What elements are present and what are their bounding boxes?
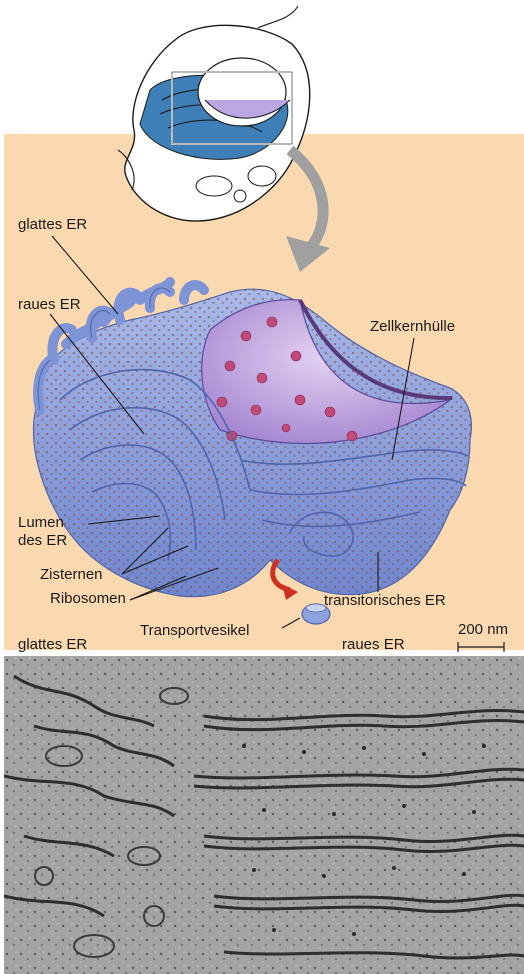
electron-micrograph: [4, 656, 524, 974]
label-transport-vesicle: Transportvesikel: [140, 622, 249, 640]
label-lumen-line1: Lumen: [18, 514, 64, 532]
label-lumen-line2: des ER: [18, 532, 67, 550]
label-smooth-er: glattes ER: [18, 216, 87, 234]
label-smooth-er-em: glattes ER: [18, 636, 87, 654]
label-ribosomes: Ribosomen: [50, 590, 126, 608]
scale-bar: [458, 642, 504, 652]
label-cisternae: Zisternen: [40, 566, 103, 584]
zoom-arrow: [286, 150, 330, 272]
label-transitional-er: transitorisches ER: [324, 592, 446, 610]
label-rough-er-em: raues ER: [342, 636, 405, 654]
cell-thumbnail: [118, 6, 310, 221]
label-scale-bar: 200 nm: [458, 621, 508, 639]
label-nuclear-envelope: Zellkernhülle: [370, 318, 455, 336]
label-rough-er: raues ER: [18, 296, 81, 314]
